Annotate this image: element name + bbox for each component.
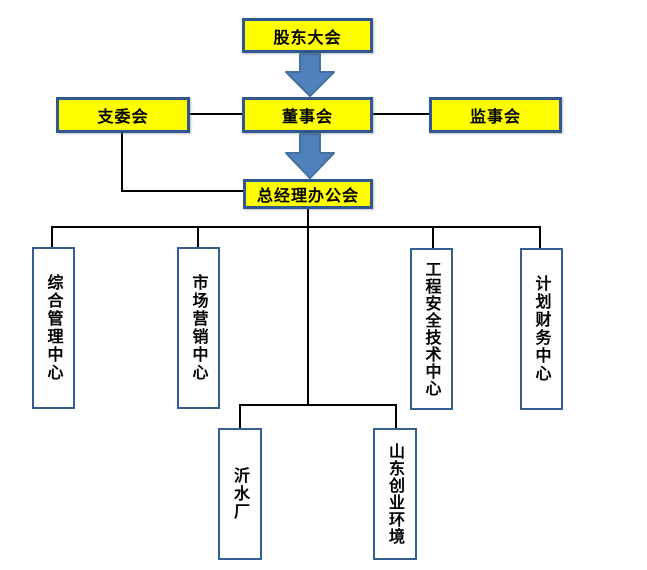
connector-gm-office-trunk: [307, 208, 309, 406]
node-supervisory-board: 监事会: [429, 97, 562, 133]
node-party-branch-committee: 支委会: [56, 97, 190, 133]
connector-drop-marketing: [197, 226, 199, 247]
connector-branch-to-gm-office: [121, 190, 243, 192]
node-label: 支委会: [97, 107, 149, 126]
node-label: 山东创业环境: [386, 443, 405, 545]
connector-branch-down: [121, 133, 123, 192]
node-label: 工程安全技术中心: [422, 261, 442, 397]
connector-drop-yishui-plant: [239, 404, 241, 428]
node-engineering-safety-tech-center: 工程安全技术中心: [410, 248, 453, 410]
connector-board-to-supervisors: [373, 113, 429, 115]
connector-drop-planning-finance: [539, 226, 541, 248]
node-planning-finance-center: 计划财务中心: [520, 248, 563, 410]
down-arrow-icon: [285, 133, 335, 179]
connector-drop-general-management: [51, 226, 53, 247]
node-label: 股东大会: [273, 27, 342, 47]
node-label: 综合管理中心: [44, 274, 64, 382]
node-label: 计划财务中心: [532, 275, 552, 383]
down-arrow-icon: [285, 53, 335, 97]
node-shandong-chuangye-environment: 山东创业环境: [373, 428, 417, 560]
connector-departments-rail: [51, 226, 541, 228]
connector-branch-to-board: [190, 113, 242, 115]
node-label: 市场营销中心: [189, 274, 209, 382]
connector-drop-shandong-chuangye: [395, 404, 397, 428]
node-label: 沂水厂: [231, 467, 250, 521]
node-board-of-directors: 董事会: [242, 97, 373, 133]
node-general-management-center: 综合管理中心: [32, 247, 75, 409]
node-label: 监事会: [469, 107, 521, 126]
node-shareholders-meeting: 股东大会: [242, 18, 373, 53]
connector-subsidiaries-rail: [239, 404, 397, 406]
node-yishui-plant: 沂水厂: [218, 428, 262, 560]
node-gm-office-meeting: 总经理办公会: [243, 179, 373, 209]
node-marketing-center: 市场营销中心: [177, 247, 220, 409]
connector-drop-engineering: [432, 226, 434, 248]
node-label: 董事会: [281, 107, 333, 126]
node-label: 总经理办公会: [256, 186, 359, 205]
